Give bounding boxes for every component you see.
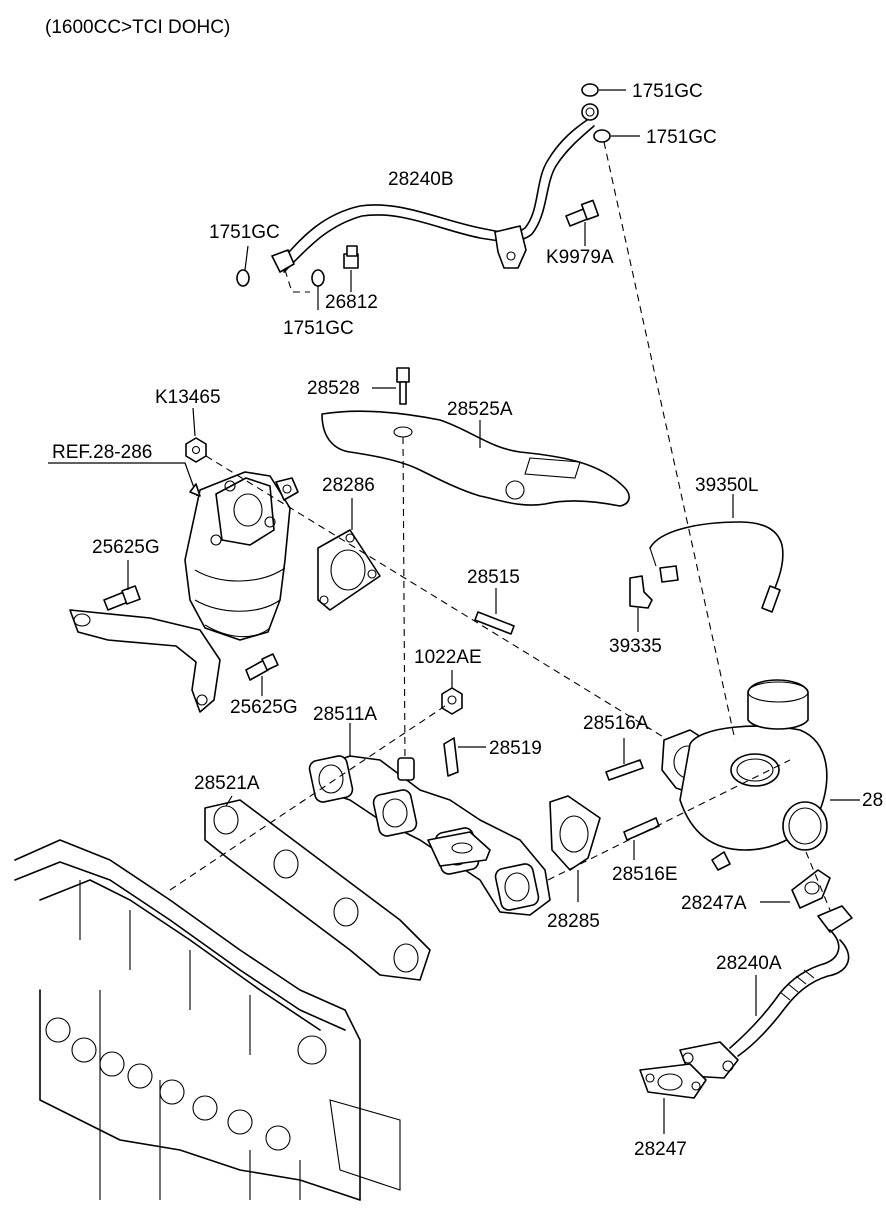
part-labels: 1751GC 1751GC 28240B 1751GC K9979A 26812…	[52, 81, 883, 1160]
label-28515: 28515	[467, 567, 520, 588]
label-28240b: 28240B	[388, 169, 454, 190]
label-39335: 39335	[609, 636, 662, 657]
label-28521a: 28521A	[194, 773, 260, 794]
label-28516a: 28516A	[583, 713, 649, 734]
washer-1751gc-low	[284, 269, 325, 310]
label-28525a: 28525A	[447, 399, 513, 420]
washer-1751gc-top	[581, 83, 626, 97]
bolt-25625g-top	[103, 560, 141, 611]
label-28516e: 28516E	[612, 864, 678, 885]
label-26812: 26812	[325, 292, 378, 313]
engine-cylinder-head	[14, 839, 401, 1201]
label-1751gc-left: 1751GC	[209, 222, 280, 243]
label-k9979a: K9979A	[546, 247, 614, 268]
washer-1751gc-left	[236, 245, 250, 287]
label-1022ae: 1022AE	[414, 647, 482, 668]
label-28528: 28528	[307, 378, 360, 399]
label-28285: 28285	[547, 911, 600, 932]
label-28286: 28286	[322, 475, 375, 496]
label-39350l: 39350L	[695, 475, 758, 496]
diagram-title: (1600CC>TCI DOHC)	[45, 17, 230, 38]
label-k13465: K13465	[155, 387, 221, 408]
bolt-25625g-bottom	[245, 653, 279, 696]
gasket-28521a	[204, 795, 431, 981]
stud-28515	[474, 588, 515, 635]
bolt-28528	[372, 367, 410, 405]
oxygen-sensor-39350l	[649, 494, 784, 613]
label-25625g-top: 25625G	[92, 537, 160, 558]
stud-28516a	[605, 738, 644, 781]
bracket-39335	[629, 575, 653, 632]
label-28247: 28247	[634, 1139, 687, 1160]
label-28519: 28519	[489, 738, 542, 759]
label-1751gc-mid: 1751GC	[646, 127, 717, 148]
catalytic-converter-assembly	[48, 462, 299, 713]
label-28511a: 28511A	[313, 704, 377, 725]
stud-28519	[443, 737, 486, 777]
stud-28516e	[623, 817, 660, 860]
label-28247a: 28247A	[681, 893, 747, 914]
label-ref-28-286: REF.28-286	[52, 442, 152, 463]
label-28240a: 28240A	[716, 953, 782, 974]
label-28-cut: 28	[862, 790, 883, 811]
gasket-28285	[549, 795, 601, 902]
exhaust-manifold-28511a	[308, 723, 551, 916]
label-1751gc-top: 1751GC	[632, 81, 703, 102]
nut-k13465	[185, 407, 207, 463]
washer-1751gc-mid	[593, 129, 640, 143]
nut-1022ae	[441, 670, 463, 715]
heat-protector-28525a	[321, 410, 630, 507]
gasket-28247a	[760, 869, 831, 909]
label-25625g-bottom: 25625G	[230, 697, 298, 718]
turbocharger	[661, 679, 860, 871]
alignment-lines	[169, 141, 831, 911]
bolt-k9979a	[565, 199, 600, 246]
label-1751gc-low: 1751GC	[283, 318, 354, 339]
gasket-28286	[317, 498, 381, 611]
oil-feed-pipe-28240b	[271, 103, 599, 273]
oil-drain-pipe-28240a	[679, 905, 853, 1079]
gasket-28247	[639, 1063, 707, 1134]
plug-26812	[343, 245, 359, 292]
